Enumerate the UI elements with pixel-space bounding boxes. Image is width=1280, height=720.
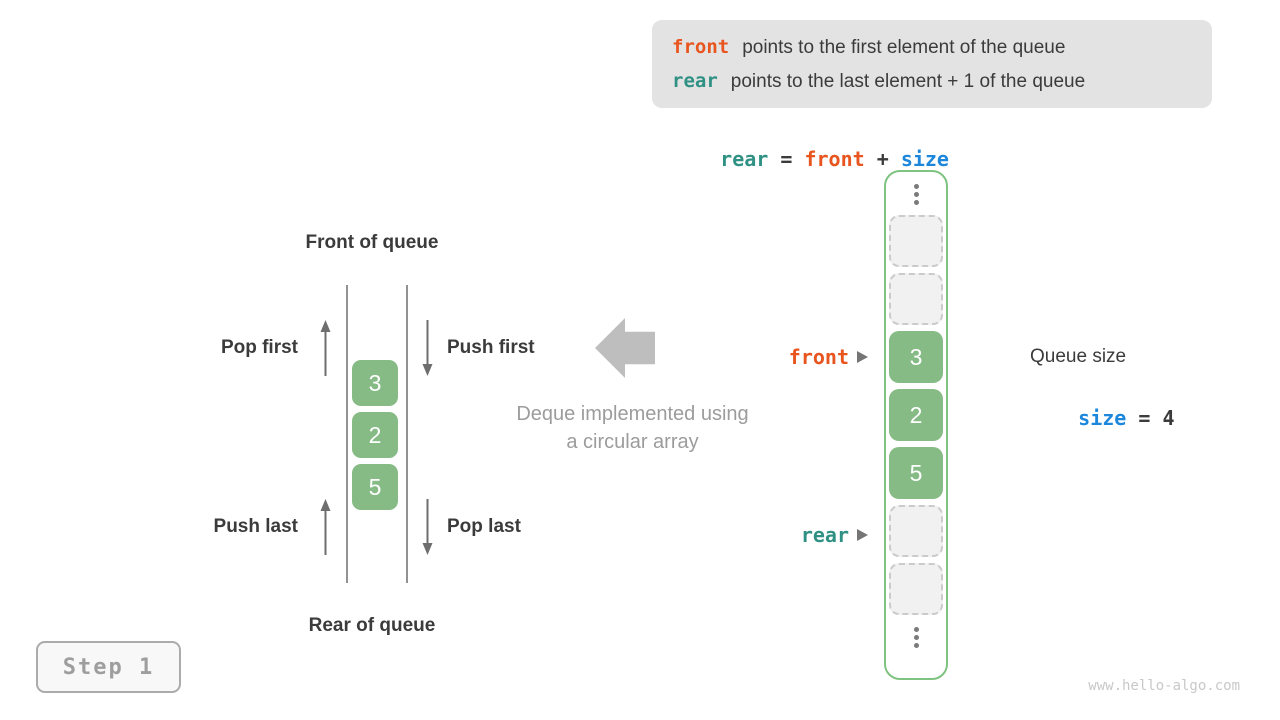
queue-wall-right <box>406 285 408 583</box>
down-arrow-icon <box>422 499 433 555</box>
left-block-arrow-icon <box>595 318 655 378</box>
pointer-arrow-icon <box>857 529 868 541</box>
rear-formula: rear = front + size <box>672 123 949 195</box>
implementation-caption: Deque implemented using a circular array <box>470 400 795 456</box>
array-cell-empty <box>889 273 943 325</box>
down-arrow-icon <box>422 320 433 376</box>
step-badge: Step 1 <box>36 641 181 693</box>
formula-rear: rear <box>720 147 769 171</box>
push-first-label: Push first <box>447 337 535 358</box>
size-keyword: size <box>1078 406 1127 430</box>
vertical-ellipsis-icon <box>886 627 946 648</box>
rear-definition-line: rear points to the last element + 1 of th… <box>672 70 1192 93</box>
pop-last-label: Pop last <box>447 516 521 537</box>
rear-definition-text: points to the last element + 1 of the qu… <box>730 70 1086 92</box>
rear-pointer: rear <box>700 523 868 547</box>
array-cell-empty <box>889 505 943 557</box>
queue-element: 5 <box>352 464 398 510</box>
circular-array: 3 2 5 <box>884 170 948 680</box>
front-pointer-label: front <box>788 345 849 369</box>
front-of-queue-label: Front of queue <box>305 232 439 253</box>
formula-size: size <box>900 147 949 171</box>
size-equals: = <box>1126 406 1163 430</box>
formula-equals: = <box>768 147 805 171</box>
array-cell: 3 <box>889 331 943 383</box>
size-number: 4 <box>1162 406 1175 430</box>
rear-of-queue-label: Rear of queue <box>308 615 436 636</box>
formula-front: front <box>804 147 865 171</box>
push-last-label: Push last <box>213 516 298 537</box>
rear-keyword: rear <box>672 69 718 92</box>
queue-size-title: Queue size <box>1030 346 1127 367</box>
queue-element: 3 <box>352 360 398 406</box>
up-arrow-icon <box>320 499 331 555</box>
vertical-ellipsis-icon <box>886 184 946 205</box>
array-cell-empty <box>889 215 943 267</box>
queue-wall-left <box>346 285 348 583</box>
front-keyword: front <box>672 35 730 58</box>
array-cell-empty <box>889 563 943 615</box>
caption-line-2: a circular array <box>566 431 699 453</box>
queue-size-value: size = 4 <box>1030 382 1175 454</box>
array-cell: 2 <box>889 389 943 441</box>
pointer-arrow-icon <box>857 351 868 363</box>
front-pointer: front <box>700 345 868 369</box>
caption-line-1: Deque implemented using <box>516 403 749 425</box>
array-cell: 5 <box>889 447 943 499</box>
front-definition-line: front points to the first element of the … <box>672 36 1192 59</box>
rear-pointer-label: rear <box>800 523 849 547</box>
formula-plus: + <box>864 147 901 171</box>
pop-first-label: Pop first <box>220 337 298 358</box>
definition-info-box: front points to the first element of the … <box>652 20 1212 108</box>
front-definition-text: points to the first element of the queue <box>742 36 1066 58</box>
watermark: www.hello-algo.com <box>1088 678 1240 694</box>
queue-element: 2 <box>352 412 398 458</box>
up-arrow-icon <box>320 320 331 376</box>
